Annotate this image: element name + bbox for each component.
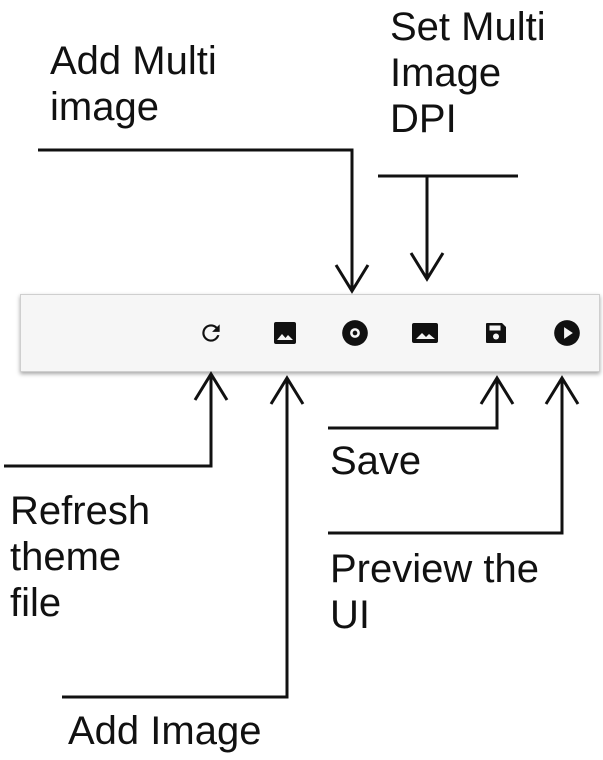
annotation-line: Refresh — [10, 489, 151, 533]
preview-ui-button[interactable] — [549, 315, 585, 351]
arrowhead — [269, 375, 305, 405]
annotation-line: Save — [330, 439, 422, 483]
arrow-refresh-theme-file — [4, 374, 213, 468]
annotation-save: Save — [330, 438, 421, 484]
annotation-preview-ui: Preview the UI — [330, 546, 539, 638]
annotation-add-image: Add Image — [68, 708, 261, 754]
play-circle-icon — [554, 320, 580, 346]
add-image-button[interactable] — [267, 315, 303, 351]
annotation-line: DPI — [390, 97, 457, 141]
set-multi-image-dpi-button[interactable] — [407, 315, 443, 351]
arrow-preview-ui — [328, 378, 564, 535]
image-icon — [412, 323, 438, 343]
arrowhead — [479, 375, 515, 405]
arrowhead — [544, 375, 580, 405]
arrow-add-multi-image — [38, 148, 354, 290]
annotation-line: Image — [390, 51, 502, 95]
toolbar — [20, 294, 600, 372]
annotation-line: Add Image — [68, 709, 262, 753]
annotation-set-multi-image-dpi: Set Multi Image DPI — [390, 4, 546, 142]
annotation-line: Set Multi — [390, 5, 546, 49]
save-button[interactable] — [478, 315, 514, 351]
save-icon — [486, 323, 506, 343]
arrow-save — [328, 378, 499, 430]
annotation-refresh-theme-file: Refresh theme file — [10, 488, 150, 626]
annotation-line: theme — [10, 535, 122, 579]
arrow-add-image — [62, 378, 289, 699]
arrowhead — [409, 252, 445, 282]
disc-icon — [342, 320, 368, 346]
annotation-line: Add Multi — [50, 39, 217, 83]
arrowhead — [334, 264, 370, 294]
image-icon — [274, 322, 296, 344]
annotation-line: Preview the — [330, 547, 539, 591]
annotation-line: image — [50, 85, 159, 129]
annotation-line: UI — [330, 593, 370, 637]
annotation-add-multi-image: Add Multi image — [50, 38, 217, 130]
add-multi-image-button[interactable] — [337, 315, 373, 351]
annotation-line: file — [10, 581, 62, 625]
arrowhead — [193, 371, 229, 401]
